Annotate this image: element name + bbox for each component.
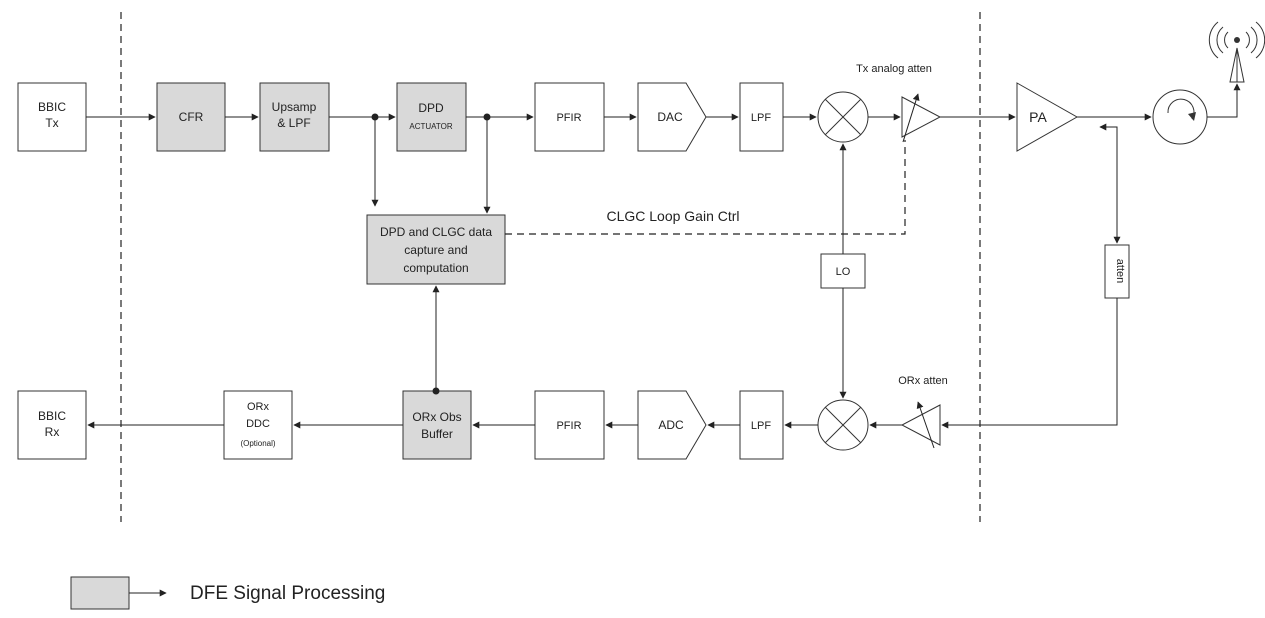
upsamp-label-2: & LPF [277, 116, 310, 130]
orx-obs-label-1: ORx Obs [412, 410, 461, 424]
lpf-rx-block: LPF [739, 390, 784, 460]
pa-block: PA [1016, 82, 1079, 152]
orx-ddc-label-1: ORx [247, 401, 270, 413]
circulator-icon [1152, 89, 1208, 145]
adc-label: ADC [658, 418, 684, 432]
pfir-tx-block: PFIR [534, 82, 605, 152]
cfr-label: CFR [179, 110, 204, 124]
upsamp-label-1: Upsamp [272, 100, 317, 114]
dpd-clgc-capture-block: DPD and CLGC data capture and computatio… [366, 214, 506, 285]
legend-label: DFE Signal Processing [190, 583, 385, 604]
dac-label: DAC [657, 110, 683, 124]
actuator-label: ACTUATOR [409, 122, 452, 131]
tx-mixer-icon [817, 91, 869, 143]
orx-ddc-label-3: (Optional) [240, 439, 275, 448]
lpf-tx-block: LPF [739, 82, 784, 152]
capture-label-3: computation [403, 261, 468, 275]
atten-label: atten [1114, 259, 1126, 283]
lpf-rx-label: LPF [751, 420, 771, 432]
lo-label: LO [836, 266, 851, 278]
tx-analog-atten-label: Tx analog atten [856, 63, 932, 75]
dpd-actuator-block: DPD ACTUATOR [396, 82, 467, 152]
tx-attenuator-icon [901, 93, 942, 143]
orx-obs-label-2: Buffer [421, 427, 453, 441]
dpd-label: DPD [418, 101, 444, 115]
orx-ddc-label-2: DDC [246, 418, 270, 430]
bbic-rx-label-2: Rx [45, 425, 60, 439]
orx-attenuator-icon [900, 401, 941, 449]
capture-label-2: capture and [404, 243, 467, 257]
orx-obs-buffer-block: ORx Obs Buffer [402, 390, 472, 460]
bbic-tx-label-1: BBIC [38, 100, 66, 114]
pfir-rx-block: PFIR [534, 390, 605, 460]
cfr-block: CFR [156, 82, 226, 152]
bbic-rx-label-1: BBIC [38, 409, 66, 423]
lpf-tx-label: LPF [751, 112, 771, 124]
pfir-tx-label: PFIR [556, 112, 581, 124]
capture-label-1: DPD and CLGC data [380, 225, 492, 239]
dac-block: DAC [637, 82, 707, 152]
pfir-rx-label: PFIR [556, 420, 581, 432]
adc-block: ADC [637, 390, 707, 460]
bbic-tx-block: BBIC Tx [17, 82, 87, 152]
pa-label: PA [1029, 109, 1047, 125]
orx-ddc-block: ORx DDC (Optional) [223, 390, 293, 460]
clgc-loop-label: CLGC Loop Gain Ctrl [606, 208, 739, 224]
upsamp-lpf-block: Upsamp & LPF [259, 82, 330, 152]
antenna-icon [1208, 21, 1265, 83]
bbic-tx-label-2: Tx [45, 116, 58, 130]
bbic-rx-block: BBIC Rx [17, 390, 87, 460]
lo-block: LO [820, 253, 866, 289]
rx-mixer-icon [817, 399, 869, 451]
atten-block: atten [1104, 244, 1130, 299]
legend: DFE Signal Processing [70, 576, 385, 610]
orx-atten-label: ORx atten [898, 375, 948, 387]
legend-swatch [70, 576, 130, 610]
